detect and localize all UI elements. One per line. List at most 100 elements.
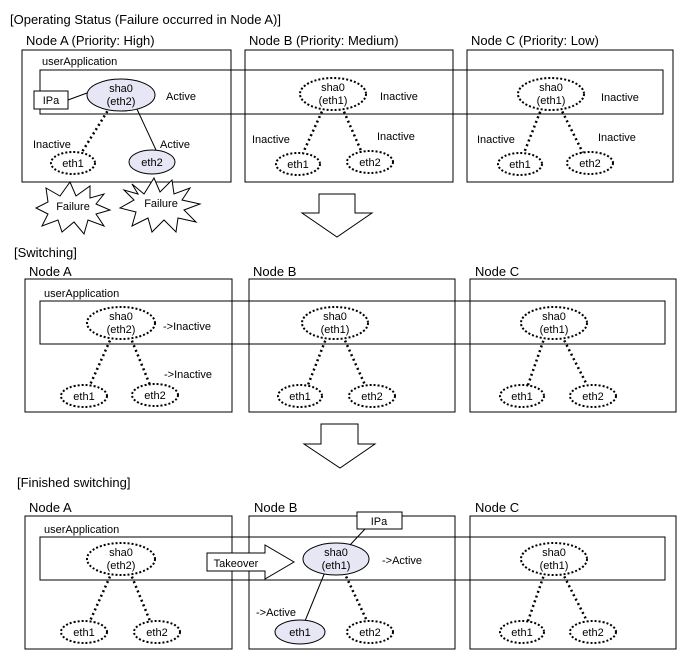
node-c-panel: Node C [469, 500, 677, 650]
sha0-adapter [301, 306, 369, 340]
sha0-sub: (eth1) [319, 95, 348, 107]
failure-label: Failure [56, 201, 90, 213]
sha0-adapter [86, 78, 156, 112]
eth2-adapter [569, 384, 617, 408]
eth1-name: eth1 [509, 159, 530, 171]
eth1-state: ->Active [256, 607, 296, 619]
eth1-state: Inactive [33, 139, 71, 151]
eth1-adapter [499, 620, 545, 644]
eth2-adapter [131, 383, 179, 407]
link-sha0-eth1 [88, 571, 114, 622]
sha0-sub: (eth1) [537, 95, 566, 107]
eth1-adapter [50, 151, 96, 175]
node-c-interfaces: sha0 (eth1) Inactive eth1 Inactive eth2 … [477, 77, 639, 176]
link-sha0-eth2 [341, 335, 367, 386]
sha0-adapter [302, 542, 370, 576]
eth2-name: eth2 [144, 390, 165, 402]
eth1-adapter [60, 620, 108, 644]
sha0-adapter [520, 542, 588, 576]
link-sha0-eth1 [522, 106, 544, 154]
node-label: Node C [475, 500, 519, 515]
link-sha0-eth1 [304, 571, 326, 622]
app-label: userApplication [44, 524, 119, 536]
eth1-name: eth1 [511, 391, 532, 403]
ip-leader-line [67, 92, 88, 101]
link-sha0-eth1 [526, 335, 547, 386]
sha0-name: sha0 [539, 82, 563, 94]
section-title: [Switching] [14, 245, 77, 260]
sha0-name: sha0 [542, 311, 566, 323]
eth2-name: eth2 [359, 627, 380, 639]
link-sha0-eth2 [128, 335, 152, 386]
sha0-sub: (eth2) [107, 560, 136, 572]
eth2-state: Active [160, 139, 190, 151]
node-box [469, 515, 677, 650]
app-label: userApplication [42, 56, 117, 68]
node-a-panel: Node A userApplication [24, 500, 233, 650]
ip-address-box [356, 511, 403, 530]
section-finished-switching: [Finished switching] Node A userApplicat… [17, 475, 677, 650]
eth1-adapter [60, 384, 108, 408]
eth1-name: eth1 [289, 627, 310, 639]
node-c-interfaces: sha0 (eth1) eth1 eth2 [499, 306, 617, 408]
eth2-adapter [128, 149, 176, 175]
node-box [248, 515, 456, 650]
eth1-adapter [277, 384, 323, 408]
node-c-panel: Node C (Priority: Low) [466, 33, 674, 183]
sha0-state: ->Active [382, 555, 422, 567]
sha0-name: sha0 [323, 311, 347, 323]
takeover-arrow: Takeover [206, 544, 295, 580]
link-sha0-eth2 [342, 571, 369, 622]
node-a-interfaces: sha0 (eth2) Active IPa eth1 Inactive eth… [33, 78, 196, 175]
sha0-adapter [517, 77, 585, 111]
node-box [24, 515, 233, 650]
sha0-adapter [86, 306, 156, 340]
link-sha0-eth2 [560, 335, 589, 386]
node-b-panel: Node B (Priority: Medium) [244, 33, 454, 183]
link-sha0-eth2 [560, 571, 589, 622]
eth2-name: eth2 [582, 627, 603, 639]
sha0-sub: (eth2) [107, 96, 136, 108]
eth2-adapter [566, 151, 614, 175]
sha0-sub: (eth1) [540, 560, 569, 572]
sha0-sub: (eth1) [321, 324, 350, 336]
failure-burst-icon [118, 176, 202, 234]
sha0-state: ->Inactive [163, 321, 211, 333]
section-switching: [Switching] Node A userApplication Node … [14, 245, 677, 413]
eth1-name: eth1 [73, 391, 94, 403]
node-label: Node A [29, 500, 72, 515]
link-sha0-eth2 [135, 106, 157, 151]
failure-burst-1: Failure [34, 180, 112, 236]
sha0-sub: (eth1) [322, 560, 351, 572]
sha0-name: sha0 [109, 311, 133, 323]
takeover-arrow-icon [206, 544, 295, 580]
link-sha0-eth2 [558, 106, 585, 154]
eth2-name: eth2 [361, 391, 382, 403]
link-sha0-eth1 [301, 106, 326, 154]
eth2-name: eth2 [141, 157, 162, 169]
eth1-adapter [497, 152, 543, 176]
failure-label: Failure [144, 198, 178, 210]
node-label: Node B [253, 264, 296, 279]
sha0-name: sha0 [321, 82, 345, 94]
eth1-name: eth1 [511, 627, 532, 639]
sha0-name: sha0 [109, 83, 133, 95]
eth1-name: eth1 [289, 391, 310, 403]
link-sha0-eth1 [80, 106, 112, 153]
ip-leader-line [349, 528, 366, 546]
node-box [24, 278, 233, 413]
sha0-state: Active [166, 91, 196, 103]
node-label: Node C (Priority: Low) [471, 33, 599, 48]
section-title: [Finished switching] [17, 475, 130, 490]
sha0-adapter [520, 306, 588, 340]
sha0-sub: (eth1) [540, 324, 569, 336]
sha0-name: sha0 [542, 547, 566, 559]
node-c-panel: Node C [469, 264, 677, 413]
node-label: Node C [475, 264, 519, 279]
eth2-state: ->Inactive [164, 369, 212, 381]
link-sha0-eth1 [526, 571, 547, 622]
node-c-interfaces: sha0 (eth1) eth1 eth2 [499, 542, 617, 644]
eth2-adapter [346, 150, 394, 174]
sha0-state: Inactive [601, 92, 639, 104]
